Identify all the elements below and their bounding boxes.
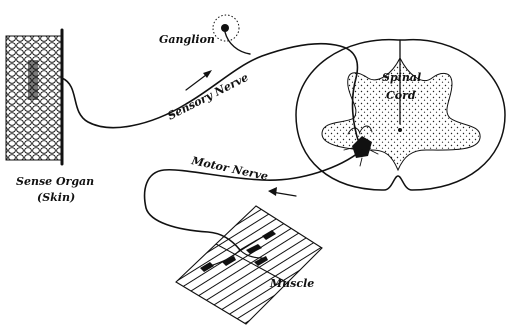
motor-nerve-label: Motor Nerve (189, 154, 269, 183)
spinal-cord-label-line1: Spinal (382, 71, 421, 84)
sense-organ-label-line2: (Skin) (37, 191, 75, 204)
motor-arrow-icon (268, 187, 296, 196)
sense-organ-skin (6, 30, 62, 164)
central-canal (398, 128, 402, 132)
spinal-cord-label-line2: Cord (386, 89, 416, 102)
ganglion (213, 15, 250, 54)
sense-organ-label-line1: Sense Organ (16, 175, 94, 188)
ganglion-label: Ganglion (159, 33, 215, 46)
muscle (176, 206, 322, 324)
sensory-arrow-icon (186, 70, 212, 90)
muscle-label: Muscle (269, 277, 314, 290)
sensory-nerve-label: Sensory Nerve (165, 71, 250, 123)
spinal-cord (296, 40, 505, 190)
